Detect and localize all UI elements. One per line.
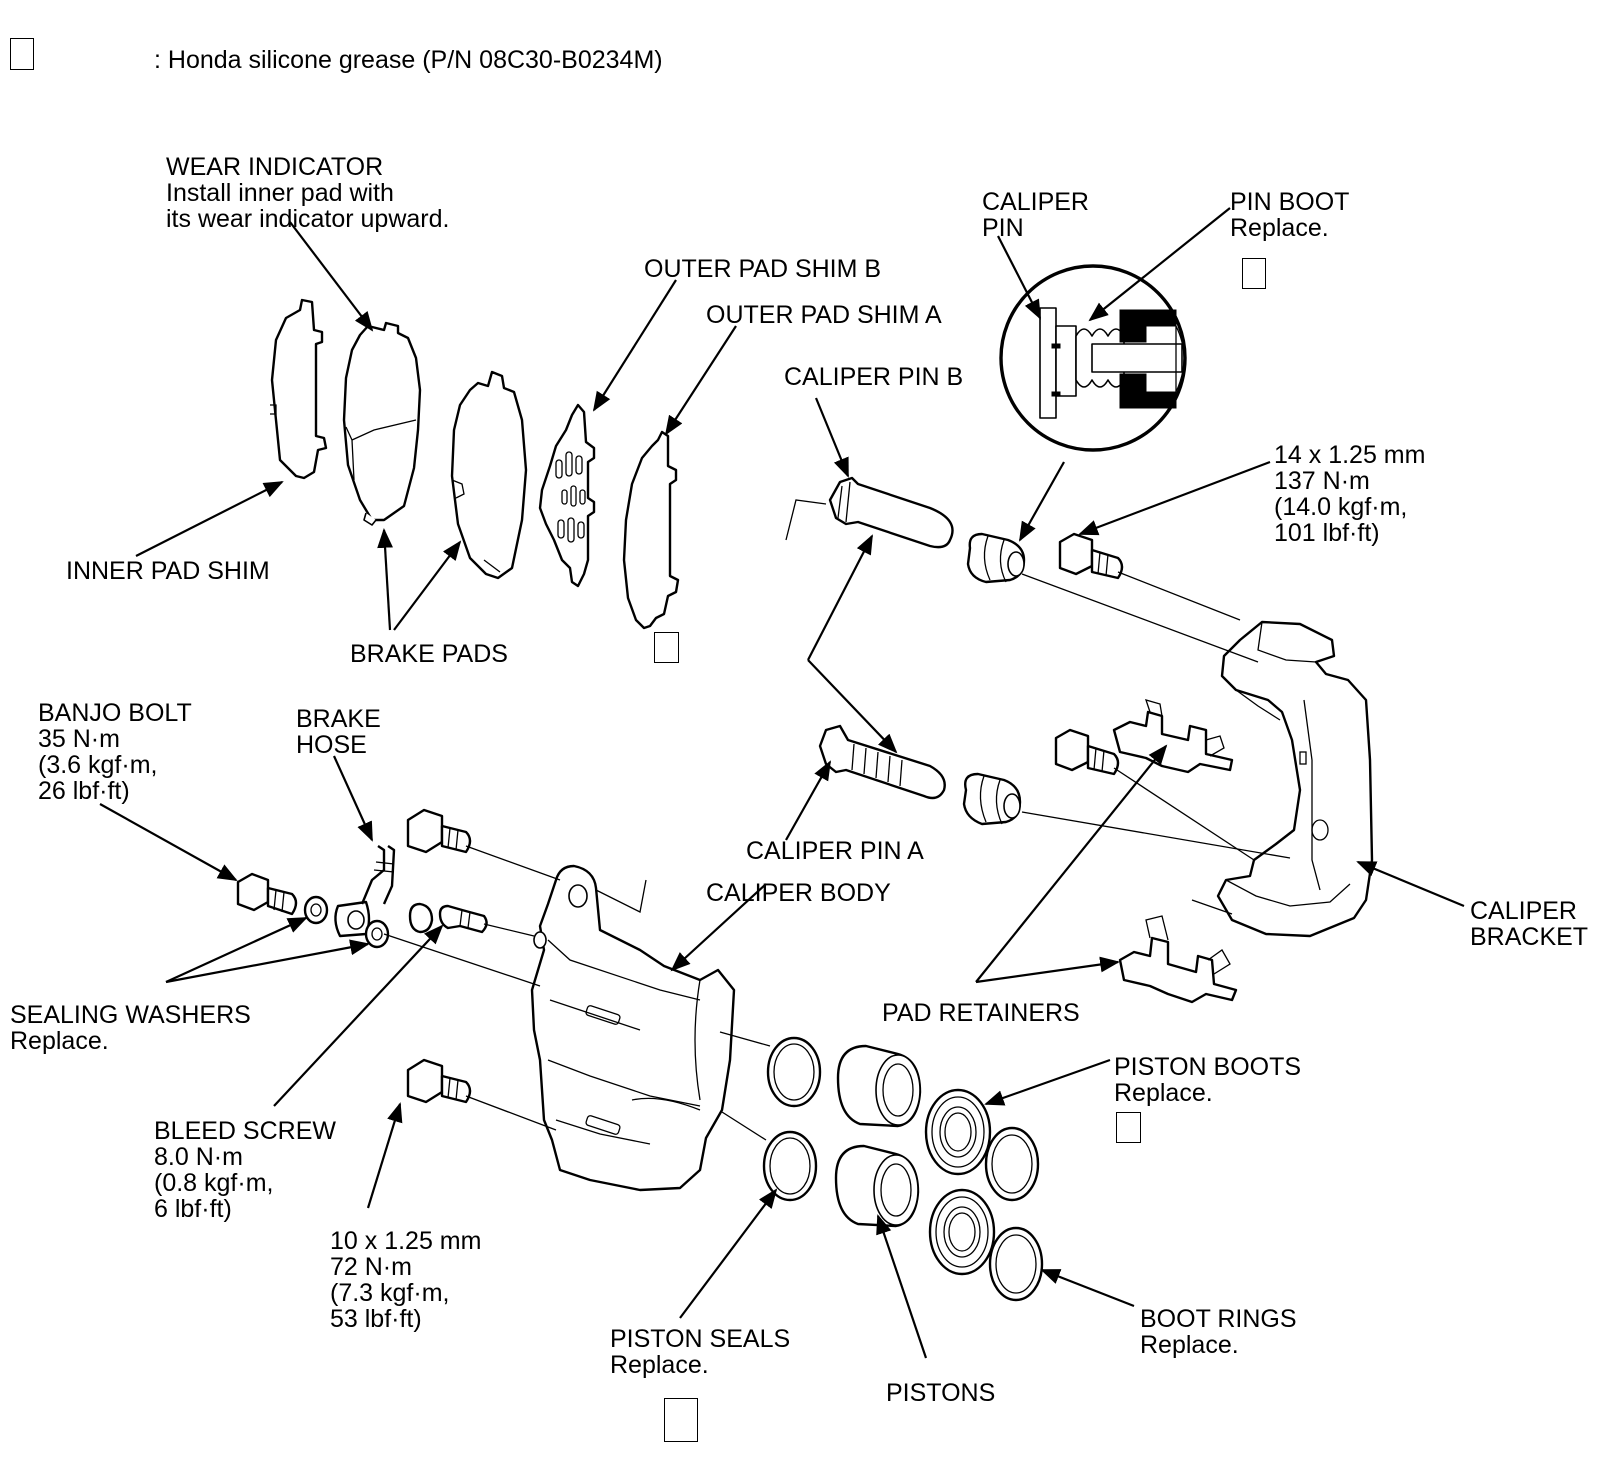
banjo-bolt [236,872,298,916]
pin-boot-lower [962,772,1022,826]
caliper-bracket [1216,620,1374,938]
outer-brake-pad [450,370,528,580]
label-caliper-pin-b: CALIPER PIN B [784,363,964,391]
piston-boot-upper [924,1088,992,1176]
grease-symbol-pin-boot [1242,258,1266,289]
caliper-body [530,864,736,1192]
piston-seal-lower [762,1130,818,1202]
boot-ring-upper [984,1126,1040,1202]
piston-boot-lower [928,1188,996,1276]
label-pad-retainers: PAD RETAINERS [882,999,1080,1027]
outer-pad-shim-a [622,430,680,630]
pin-boot-upper [966,532,1026,584]
piston-seal-upper [766,1036,822,1108]
label-pistons: PISTONS [886,1379,996,1407]
boot-ring-lower [988,1226,1044,1302]
inner-brake-pad [342,321,422,526]
grease-symbol-legend [10,38,34,70]
bracket-bolt-upper [1058,532,1124,580]
label-brake-pads: BRAKE PADS [350,640,508,668]
piston-upper [836,1044,922,1128]
label-inner-pad-shim: INNER PAD SHIM [66,557,270,585]
pad-retainer-upper [1112,699,1234,774]
bleed-screw-cap [408,902,434,934]
sealing-washer-1 [303,895,329,925]
label-outer-pad-shim-b: OUTER PAD SHIM B [644,255,882,283]
caliper-pin-a [818,724,946,800]
caliper-bolt-lower [406,1058,472,1104]
brake-hose-fitting [334,845,396,938]
pin-boot-detail-circle [999,264,1187,452]
label-caliper-pin-a: CALIPER PIN A [746,837,924,865]
inner-pad-shim [270,298,328,480]
caliper-bolt-upper [406,808,472,854]
sealing-washer-2 [364,919,390,949]
grease-symbol-outer-shim [654,632,679,663]
grease-symbol-piston-boots [1116,1112,1141,1143]
assembly-lines [383,499,1291,1141]
grease-legend-text: : Honda silicone grease (P/N 08C30-B0234… [154,46,663,74]
bracket-bolt-lower [1054,728,1120,776]
caliper-pin-b [828,476,954,549]
pad-retainer-lower [1118,915,1238,1004]
leader-lines [99,207,1465,1359]
bleed-screw [438,904,488,934]
label-caliper-body: CALIPER BODY [706,879,891,907]
label-outer-pad-shim-a: OUTER PAD SHIM A [706,301,942,329]
piston-lower [834,1144,920,1228]
outer-pad-shim-b [538,403,596,588]
grease-symbol-piston-seals [664,1398,698,1442]
